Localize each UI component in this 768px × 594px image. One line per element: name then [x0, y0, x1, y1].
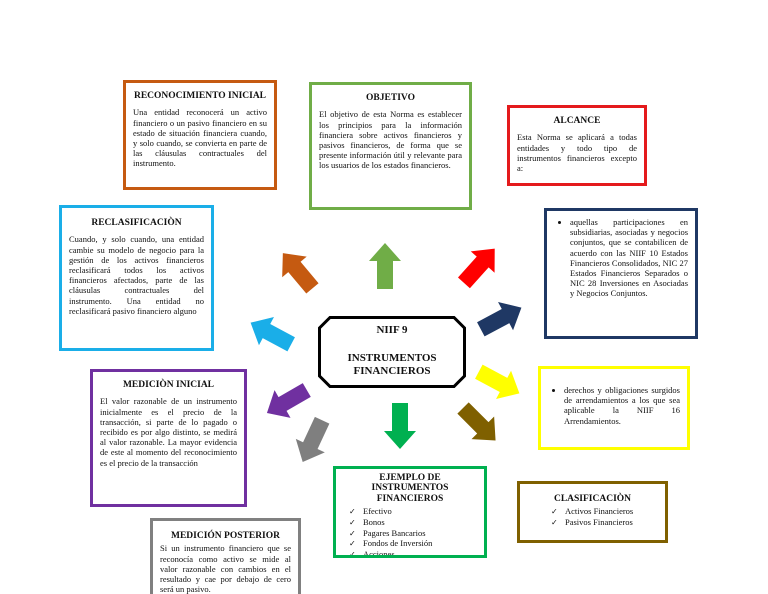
alcance-text: Esta Norma se aplicará a todas entidades… [517, 132, 637, 173]
ejemplo-item: Bonos [363, 517, 477, 528]
arrow-reclasificacion [243, 308, 299, 359]
box-medicion-posterior: MEDICIÓN POSTERIOR Si un instrumento fin… [150, 518, 301, 594]
central-shape [318, 316, 466, 388]
alcance-list: aquellas participaciones en subsidiarias… [554, 217, 688, 299]
arrow-medicion-posterior [288, 413, 337, 469]
derechos-list-item: derechos y obligaciones surgidos de arre… [564, 385, 680, 426]
arrow-medicion-inicial [258, 376, 315, 427]
alcance-list-item: aquellas participaciones en subsidiarias… [570, 217, 688, 299]
arrow-ejemplo [384, 403, 416, 449]
center-line-2: INSTRUMENTOS [347, 352, 437, 364]
clasificacion-title: CLASIFICACIÒN [553, 494, 632, 504]
box-reconocimiento-inicial: RECONOCIMIENTO INICIAL Una entidad recon… [123, 80, 277, 190]
arrow-alcance-list [473, 293, 529, 344]
arrow-derechos [471, 357, 527, 408]
box-reclasificacion: RECLASIFICACIÒN Cuando, y solo cuando, u… [59, 205, 214, 351]
arrow-clasificacion [451, 396, 507, 452]
box-alcance: ALCANCE Esta Norma se aplicará a todas e… [507, 105, 647, 186]
center-title: NIIF 9 [376, 324, 408, 336]
box-objetivo: OBJETIVO El objetivo de esta Norma es es… [309, 82, 472, 210]
center-subtitle: INSTRUMENTOS FINANCIEROS [318, 352, 466, 378]
derechos-list: derechos y obligaciones surgidos de arre… [548, 385, 680, 426]
reconocimiento-text: Una entidad reconocerá un activo financi… [133, 107, 267, 169]
box-derechos: derechos y obligaciones surgidos de arre… [538, 366, 690, 450]
medicion-inicial-text: El valor razonable de un instrumento ini… [100, 396, 237, 468]
box-clasificacion: CLASIFICACIÒN Activos Financieros Pasivo… [517, 481, 668, 543]
reclasificacion-text: Cuando, y solo cuando, una entidad cambi… [69, 234, 204, 316]
central-node: NIIF 9 INSTRUMENTOS FINANCIEROS [318, 316, 466, 388]
objetivo-title: OBJETIVO [366, 93, 415, 103]
clasificacion-item: Activos Financieros [565, 506, 658, 517]
arrow-objetivo [369, 243, 401, 289]
alcance-title: ALCANCE [553, 116, 601, 126]
ejemplo-title: EJEMPLO DE INSTRUMENTOS FINANCIEROS [371, 473, 449, 504]
clasificacion-list: Activos Financieros Pasivos Financieros [527, 506, 658, 527]
objetivo-text: El objetivo de esta Norma es establecer … [319, 109, 462, 171]
reclasificacion-title: RECLASIFICACIÒN [91, 218, 182, 228]
box-ejemplo: EJEMPLO DE INSTRUMENTOS FINANCIEROS Efec… [333, 466, 487, 558]
clasificacion-item: Pasivos Financieros [565, 517, 658, 528]
ejemplo-list: Efectivo Bonos Pagares Bancarios Fondos … [343, 506, 477, 555]
medicion-posterior-title: MEDICIÓN POSTERIOR [171, 531, 280, 541]
arrow-reconocimiento [270, 242, 325, 299]
ejemplo-item: Efectivo [363, 506, 477, 517]
center-line-3: FINANCIEROS [353, 365, 431, 378]
reconocimiento-title: RECONOCIMIENTO INICIAL [133, 91, 267, 101]
ejemplo-item: Acciones [363, 549, 477, 555]
box-medicion-inicial: MEDICIÒN INICIAL El valor razonable de u… [90, 369, 247, 507]
box-alcance-excepciones: aquellas participaciones en subsidiarias… [544, 208, 698, 339]
arrow-alcance [452, 237, 507, 294]
medicion-posterior-text: Si un instrumento financiero que se reco… [160, 543, 291, 594]
ejemplo-item: Fondos de Inversión [363, 538, 477, 549]
medicion-inicial-title: MEDICIÒN INICIAL [122, 380, 215, 390]
ejemplo-item: Pagares Bancarios [363, 528, 477, 539]
